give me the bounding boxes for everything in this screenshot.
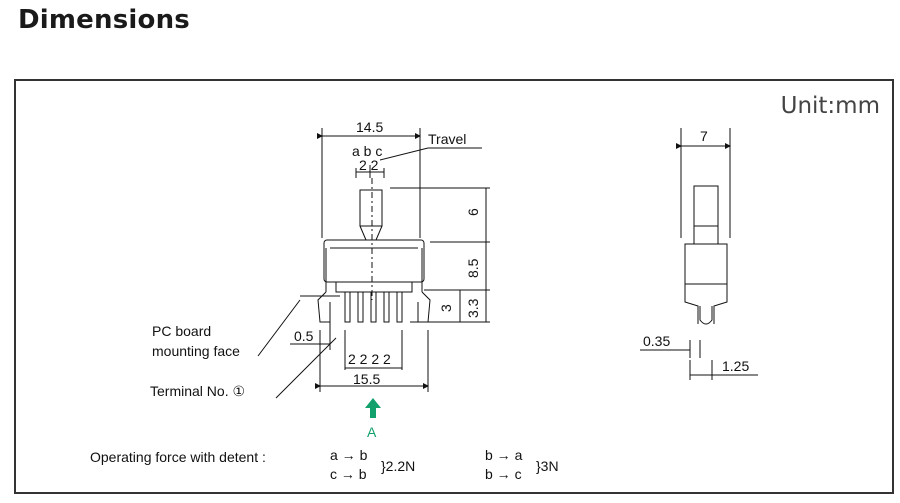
dim-knob-height: 6 bbox=[465, 208, 481, 216]
force-group1-line1: a → b bbox=[330, 447, 368, 463]
operating-force: Operating force with detent : a → b c → … bbox=[90, 447, 559, 482]
dim-pin-width: 1.25 bbox=[722, 358, 749, 374]
force-group2-value: }3N bbox=[536, 458, 559, 474]
up-arrow-icon bbox=[365, 398, 381, 418]
dim-tab-offset: 0.5 bbox=[294, 328, 314, 344]
view-letter: A bbox=[367, 424, 377, 440]
travel-label: Travel bbox=[428, 131, 466, 147]
page-title: Dimensions bbox=[18, 5, 190, 35]
dim-pin-thickness: 0.35 bbox=[643, 333, 670, 349]
dim-side-width: 7 bbox=[700, 128, 708, 144]
dim-base-width: 15.5 bbox=[353, 371, 380, 387]
operating-force-label: Operating force with detent : bbox=[90, 449, 266, 465]
side-view-labels: 7 0.35 1.25 bbox=[643, 128, 749, 374]
pcb-label-line1: PC board bbox=[152, 323, 211, 339]
dim-tab-height: 3 bbox=[438, 304, 454, 312]
force-group1-line2: c → b bbox=[330, 466, 367, 482]
dim-pin-pitch: 2 2 2 2 bbox=[348, 351, 391, 367]
unit-label: Unit:mm bbox=[780, 93, 880, 119]
front-view-labels: 14.5 Travel a b c 2 2 6 8.5 3.3 3 0.5 2 … bbox=[150, 119, 481, 399]
force-group2-line1: b → a bbox=[485, 447, 523, 463]
dimension-drawing-frame: Unit:mm bbox=[14, 79, 894, 494]
front-view bbox=[257, 128, 490, 399]
force-group1-value: }2.2N bbox=[381, 458, 415, 474]
force-group2-line2: b → c bbox=[485, 466, 522, 482]
terminal-label: Terminal No. ① bbox=[150, 383, 245, 399]
travel-positions: a b c bbox=[352, 143, 382, 159]
side-view bbox=[640, 128, 758, 380]
dim-width-top: 14.5 bbox=[356, 119, 383, 135]
dim-body-height: 8.5 bbox=[465, 258, 481, 278]
travel-pitch: 2 2 bbox=[359, 157, 379, 173]
pcb-label-line2: mounting face bbox=[152, 343, 240, 359]
view-arrow-a: A bbox=[365, 398, 381, 440]
dim-lower-height: 3.3 bbox=[465, 298, 481, 318]
